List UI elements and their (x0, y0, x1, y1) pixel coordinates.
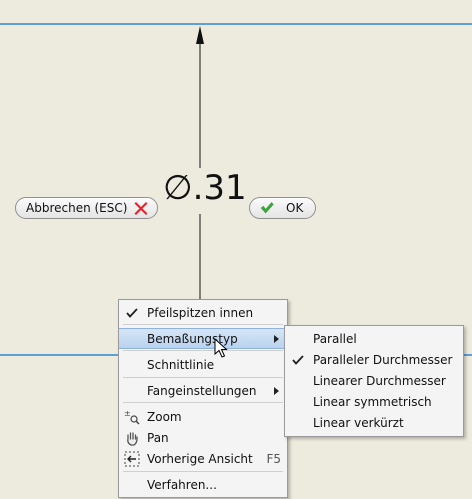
zoom-icon: ± (123, 408, 141, 426)
svg-text:±: ± (124, 409, 131, 418)
menu-item-vorherige-ansicht[interactable]: Vorherige Ansicht F5 (119, 448, 287, 469)
submenu-item-linear-symmetrisch[interactable]: Linear symmetrisch (285, 391, 463, 412)
menu-item-zoom[interactable]: ± Zoom (119, 406, 287, 427)
dimension-value[interactable]: ∅.31 (163, 168, 247, 208)
menu-separator (123, 471, 283, 472)
mouse-cursor-icon (214, 338, 228, 358)
context-menu: Pfeilspitzen innen Bemaßungstyp Schnittl… (118, 299, 288, 498)
submenu-item-label: Linear verkürzt (313, 415, 404, 430)
submenu-item-label: Linearer Durchmesser (313, 373, 446, 388)
cancel-button[interactable]: Abbrechen (ESC) (15, 197, 158, 219)
pan-hand-icon (123, 429, 141, 447)
submenu-item-linearer-durchmesser[interactable]: Linearer Durchmesser (285, 370, 463, 391)
cancel-button-label: Abbrechen (ESC) (26, 201, 128, 215)
menu-item-label: Zoom (147, 409, 182, 424)
menu-item-shortcut: F5 (266, 451, 281, 466)
submenu-item-linear-verkuerzt[interactable]: Linear verkürzt (285, 412, 463, 433)
ok-button-label: OK (286, 201, 304, 215)
menu-item-label: Verfahren... (147, 477, 217, 492)
submenu-item-paralleler-durchmesser[interactable]: Paralleler Durchmesser (285, 349, 463, 370)
ok-button[interactable]: OK (249, 197, 316, 219)
submenu-item-label: Paralleler Durchmesser (313, 352, 453, 367)
menu-item-label: Schnittlinie (147, 357, 215, 372)
submenu-arrow-icon (274, 334, 279, 343)
menu-item-bemassungstyp[interactable]: Bemaßungstyp (119, 328, 287, 349)
bemassungstyp-submenu: Parallel Paralleler Durchmesser Linearer… (284, 325, 464, 437)
menu-item-schnittlinie[interactable]: Schnittlinie (119, 354, 287, 375)
menu-item-pan[interactable]: Pan (119, 427, 287, 448)
menu-item-label: Vorherige Ansicht (147, 451, 253, 466)
menu-item-verfahren[interactable]: Verfahren... (119, 474, 287, 495)
menu-item-label: Fangeinstellungen (147, 383, 257, 398)
menu-separator (123, 324, 283, 325)
submenu-item-parallel[interactable]: Parallel (285, 328, 463, 349)
dimension-arrowhead (196, 26, 204, 44)
menu-item-fangeinstellungen[interactable]: Fangeinstellungen (119, 380, 287, 401)
menu-item-pfeilspitzen-innen[interactable]: Pfeilspitzen innen (119, 302, 287, 323)
checkmark-icon (289, 351, 307, 369)
previous-view-icon (123, 450, 141, 468)
menu-separator (123, 402, 283, 403)
close-x-icon (134, 202, 148, 215)
menu-item-label: Pfeilspitzen innen (147, 305, 254, 320)
menu-separator (123, 350, 283, 351)
menu-separator (123, 377, 283, 378)
submenu-item-label: Parallel (313, 331, 357, 346)
checkmark-icon (123, 304, 141, 322)
submenu-arrow-icon (274, 386, 279, 395)
menu-item-label: Pan (147, 430, 169, 445)
checkmark-icon (260, 202, 274, 214)
submenu-item-label: Linear symmetrisch (313, 394, 432, 409)
